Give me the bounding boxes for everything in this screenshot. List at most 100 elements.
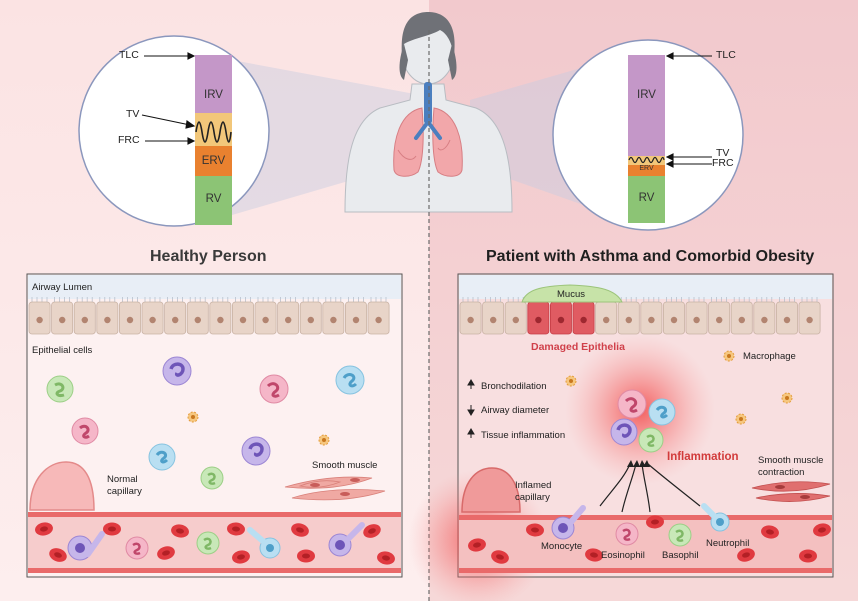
trachea-icon [414, 82, 442, 140]
right-blood-vessel [459, 515, 832, 573]
human-torso-icon [344, 12, 513, 213]
epithelial-cell [595, 301, 618, 335]
epithelial-cell [640, 301, 663, 335]
left-lung-volume-circle [78, 35, 270, 227]
right-panel-title: Patient with Asthma and Comorbid Obesity [486, 248, 815, 265]
cell-icon [241, 436, 271, 466]
left-tv-arrow [141, 114, 191, 126]
epithelial-cell [254, 301, 277, 335]
cell-icon [200, 466, 224, 490]
left-rv-block [195, 176, 232, 225]
red-blood-cell-icon [49, 548, 67, 562]
epithelial-cell [482, 301, 505, 335]
red-blood-cell-icon [297, 549, 315, 563]
red-blood-cell-icon [35, 522, 53, 536]
epithelial-cell [776, 301, 798, 335]
red-blood-cell-icon [171, 524, 189, 538]
epithelial-cell [798, 301, 821, 335]
cell-icon [71, 417, 99, 445]
left-irv-label: IRV [204, 89, 223, 101]
cell-icon [162, 356, 192, 386]
red-blood-cell-icon [526, 523, 544, 537]
neutrophil-label: Neutrophil [706, 538, 750, 549]
epithelial-cell [186, 301, 209, 335]
basophil-label: Basophil [662, 550, 699, 561]
inflammation-label: Inflammation [667, 451, 739, 463]
left-airway-lumen [28, 275, 401, 299]
epithelial-cell [96, 301, 119, 335]
eosinophil-label: Eosinophil [601, 550, 645, 561]
epithelial-cell [322, 301, 345, 335]
red-blood-cell-icon [363, 524, 381, 538]
right-rv-block [628, 176, 665, 223]
red-blood-cell-icon [761, 525, 779, 539]
epithelial-cell [141, 301, 164, 335]
macrophage-label: Macrophage [743, 351, 796, 362]
monocyte-label: Monocyte [541, 541, 583, 552]
right-lung-volume-bar [628, 55, 665, 223]
red-blood-cell-icon [232, 550, 250, 564]
left-immune-cells [46, 356, 365, 490]
lungs-icon [393, 107, 463, 177]
effect-tissue-inflammation: Tissue inflammation [481, 430, 566, 441]
migration-arrows [599, 463, 701, 513]
left-vessel-cells [67, 522, 365, 561]
red-blood-cell-icon [491, 550, 509, 564]
left-normal-capillary [29, 461, 95, 511]
epithelial-cell [367, 301, 390, 335]
left-zoom-cone [232, 60, 420, 215]
left-erv-block [195, 146, 232, 176]
effect-airway-diameter: Airway diameter [481, 405, 550, 416]
inflamed-capillary-label: Inflamed capillary [515, 480, 552, 503]
epithelial-cell [730, 301, 753, 335]
red-blood-cell-icon [799, 549, 817, 563]
left-tlc-label: TLC [119, 49, 139, 61]
epithelial-cell [663, 301, 685, 335]
mucus-label: Mucus [557, 289, 585, 300]
right-frc-label: FRC [712, 157, 734, 169]
epithelial-cell [299, 301, 322, 335]
epithelial-cell [617, 301, 640, 335]
macrophage-icon [723, 350, 735, 362]
left-irv-block [195, 55, 232, 113]
right-breathing-wave [628, 156, 665, 164]
cell-icon [46, 375, 74, 403]
mucus-layer [521, 284, 623, 303]
left-frc-label: FRC [118, 134, 140, 146]
epithelial-cell [527, 301, 550, 335]
right-erv-block [628, 165, 665, 176]
right-epithelium [459, 301, 821, 335]
epithelial-cell [231, 301, 254, 335]
left-smooth-muscle [284, 476, 386, 501]
macrophage-icon [781, 392, 793, 404]
cell-icon [259, 374, 289, 404]
epithelial-cell [504, 301, 527, 335]
left-epithelium [28, 301, 390, 335]
red-blood-cell-icon [813, 523, 831, 537]
epithelial-cell [73, 301, 96, 335]
right-tlc-label: TLC [716, 49, 736, 61]
red-blood-cell-icon [103, 522, 121, 536]
epithelial-cell [572, 301, 595, 335]
left-erv-label: ERV [201, 155, 226, 167]
right-tv-label: TV [716, 147, 730, 159]
red-blood-cell-icon [585, 548, 603, 562]
damaged-epithelia-label: Damaged Epithelia [531, 341, 625, 353]
epithelial-cell [753, 301, 776, 335]
right-tv-block [628, 156, 665, 165]
red-blood-cell-icon [291, 523, 309, 537]
epithelial-cell [277, 301, 300, 335]
left-tv-label: TV [126, 108, 140, 120]
epithelial-cell [344, 301, 367, 335]
right-inflamed-capillary [461, 467, 521, 513]
macrophage-icon [565, 375, 577, 387]
epithelial-cell [708, 301, 731, 335]
epithelial-cell [51, 301, 74, 335]
red-blood-cell-icon [646, 515, 664, 529]
right-airway-lumen [459, 275, 832, 299]
epithelial-cell [685, 301, 708, 335]
red-blood-cell-icon [468, 538, 486, 552]
epithelial-cell [550, 301, 572, 335]
